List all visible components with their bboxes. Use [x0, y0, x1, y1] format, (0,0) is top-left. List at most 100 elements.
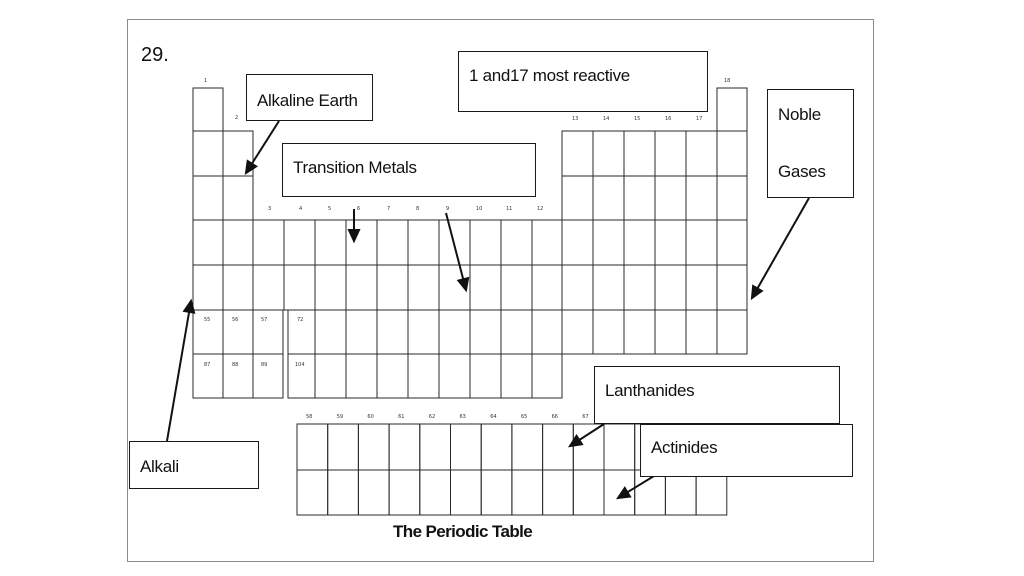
f-block-number: 66	[552, 414, 558, 420]
cell-group2	[222, 219, 254, 266]
cell-group1	[192, 130, 224, 177]
arrow-alkali-head	[182, 298, 196, 314]
f-block-number: 65	[521, 414, 527, 420]
f-block-number: 59	[337, 414, 343, 420]
f-block-number: 60	[367, 414, 373, 420]
group-number-1: 1	[204, 78, 207, 84]
cell-p-block	[623, 309, 656, 355]
cell-group18	[716, 130, 748, 177]
element-number-55: 55	[204, 317, 210, 323]
f-block-number: 67	[582, 414, 588, 420]
group-number-4: 4	[299, 206, 302, 212]
cell-f-block	[296, 423, 329, 471]
cell-p-block	[654, 130, 687, 177]
cell-transition	[500, 309, 533, 355]
group-number-18: 18	[724, 78, 730, 84]
cell-group18	[716, 87, 748, 132]
group-number-5: 5	[328, 206, 331, 212]
cell-p-block	[685, 130, 718, 177]
cell-transition	[376, 353, 409, 399]
cell-transition	[469, 309, 502, 355]
element-number-87: 87	[204, 362, 210, 368]
cell-transition	[407, 309, 440, 355]
cell-f-block	[419, 469, 451, 516]
cell-f-block	[419, 423, 451, 471]
element-number-89: 89	[261, 362, 267, 368]
noble-gases-text-line1: Noble	[778, 105, 821, 124]
cell-transition	[438, 309, 471, 355]
arrow-transition-metals-1-head	[347, 229, 361, 244]
cell-p-block	[654, 175, 687, 221]
arrow-transition-metals-2-head	[456, 276, 470, 293]
noble-gases-text-line2: Gases	[778, 162, 826, 181]
cell-p-block	[685, 219, 718, 266]
group-number-8: 8	[416, 206, 419, 212]
cell-transition	[469, 264, 502, 311]
cell-group1	[192, 353, 224, 399]
cell-p-block	[561, 309, 594, 355]
periodic-table-grid	[192, 87, 748, 516]
cell-p-block	[623, 219, 656, 266]
cell-f-block	[296, 469, 329, 516]
cell-transition	[500, 264, 533, 311]
cell-p-block	[592, 130, 625, 177]
cell-transition	[252, 309, 284, 355]
lanthanides-text: Lanthanides	[605, 381, 695, 400]
cell-transition	[314, 219, 347, 266]
group-number-12: 12	[537, 206, 543, 212]
cell-group18	[716, 264, 748, 311]
periodic-table-caption: The Periodic Table	[393, 522, 533, 541]
cell-transition	[283, 219, 316, 266]
cell-f-block	[572, 423, 605, 471]
cell-p-block	[623, 130, 656, 177]
cell-transition	[407, 219, 440, 266]
f-block-number: 63	[460, 414, 466, 420]
group-number-16: 16	[665, 116, 671, 122]
cell-transition	[531, 309, 563, 355]
cell-p-block	[685, 309, 718, 355]
cell-p-block	[592, 219, 625, 266]
cell-group1	[192, 219, 224, 266]
arrow-noble-gases-head	[750, 284, 764, 301]
cell-p-block	[623, 175, 656, 221]
element-number-104: 104	[295, 362, 305, 368]
element-number-72: 72	[297, 317, 303, 323]
cell-group18	[716, 309, 748, 355]
cell-transition	[500, 219, 533, 266]
cell-transition	[407, 353, 440, 399]
cell-transition	[345, 219, 378, 266]
arrow-actinides-head	[615, 486, 632, 500]
question-number: 29.	[141, 44, 169, 66]
f-block-number: 58	[306, 414, 312, 420]
cell-group2	[222, 264, 254, 311]
group-number-3: 3	[268, 206, 271, 212]
f-block-number: 64	[490, 414, 496, 420]
element-number-56: 56	[232, 317, 238, 323]
cell-transition	[252, 353, 284, 399]
transition-metals-label: Transition Metals	[282, 143, 536, 197]
most-reactive-text: 1 and17 most reactive	[469, 66, 630, 85]
arrow-noble-gases	[751, 197, 810, 299]
arrow-lanthanides-head	[567, 433, 584, 448]
cell-transition	[314, 309, 347, 355]
cell-f-block	[542, 469, 574, 516]
noble-gases-label: Noble Gases	[767, 89, 854, 198]
cell-transition	[469, 353, 502, 399]
cell-p-block	[654, 264, 687, 311]
cell-p-block	[623, 264, 656, 311]
cell-p-block	[592, 309, 625, 355]
group-number-7: 7	[387, 206, 390, 212]
cell-transition	[252, 219, 285, 266]
group-number-9: 9	[446, 206, 449, 212]
cell-f-block	[480, 469, 513, 516]
group-number-2: 2	[235, 115, 238, 121]
cell-transition	[407, 264, 440, 311]
cell-f-block	[357, 423, 390, 471]
actinides-text: Actinides	[651, 438, 718, 457]
group-number-15: 15	[634, 116, 640, 122]
cell-p-block	[561, 175, 594, 221]
cell-group18	[716, 175, 748, 221]
element-number-88: 88	[232, 362, 238, 368]
cell-p-block	[561, 130, 594, 177]
alkaline-earth-label: Alkaline Earth	[246, 74, 373, 121]
